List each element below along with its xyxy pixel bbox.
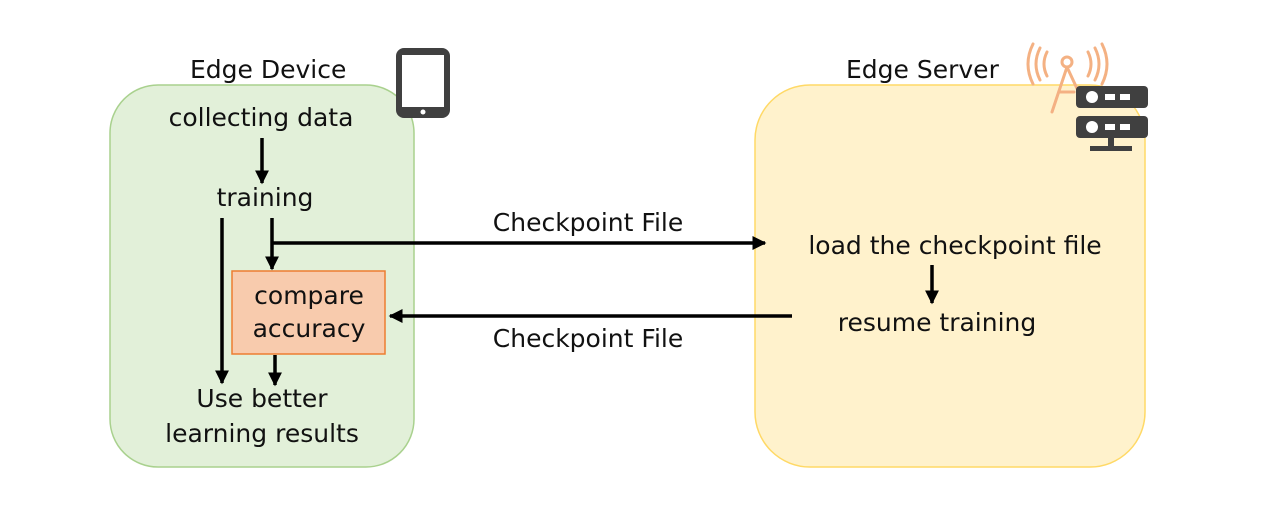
step-load-checkpoint: load the checkpoint file xyxy=(808,231,1102,260)
compare-accuracy-box xyxy=(231,270,386,355)
edge-server-panel xyxy=(754,84,1146,468)
result-label-line2: learning results xyxy=(165,419,359,448)
compare-label-line1: compare xyxy=(254,281,364,310)
step-training: training xyxy=(216,183,314,212)
checkpoint-download-label: Checkpoint File xyxy=(492,324,684,353)
checkpoint-upload-label: Checkpoint File xyxy=(492,208,684,237)
step-resume-training: resume training xyxy=(837,308,1037,337)
tablet-icon xyxy=(396,48,450,118)
step-collecting-data: collecting data xyxy=(168,103,354,132)
compare-label-line2: accuracy xyxy=(252,314,366,343)
server-tower-icon xyxy=(1026,42,1148,151)
edge-device-title: Edge Device xyxy=(190,55,347,84)
edge-server-title: Edge Server xyxy=(846,55,999,84)
result-label-line1: Use better xyxy=(196,384,328,413)
